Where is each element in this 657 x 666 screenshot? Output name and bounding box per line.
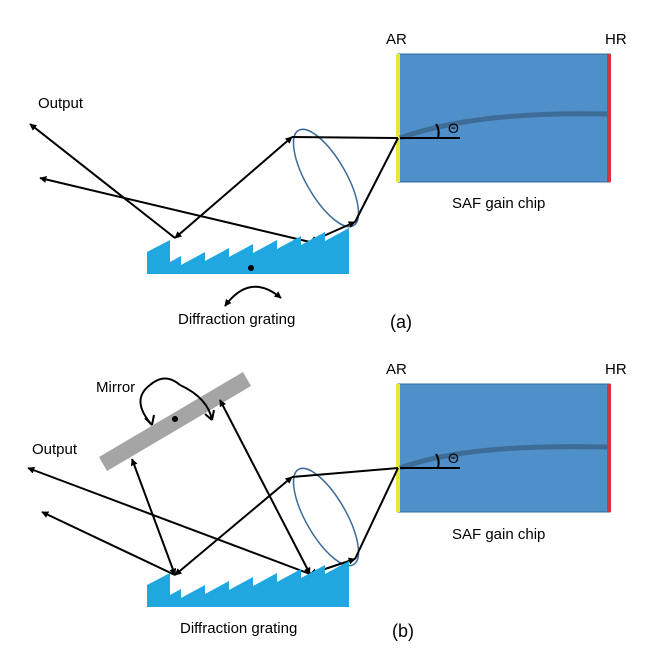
chip-label-a: SAF gain chip xyxy=(452,195,545,212)
ray-chip-to-lens-bottom-a xyxy=(354,137,399,223)
mirror-label: Mirror xyxy=(96,379,135,396)
output-ray-upper-a xyxy=(29,123,176,239)
mirror-rotation-arrowhead-left xyxy=(144,414,155,426)
output-label-b: Output xyxy=(32,441,78,458)
theta-label-a: Θ xyxy=(448,120,459,136)
mirror-pivot xyxy=(172,416,178,422)
ray-lens-grating-top-a xyxy=(174,136,293,239)
hr-label-b: HR xyxy=(605,361,627,378)
panel-label-a: (a) xyxy=(390,312,412,332)
ar-label-b: AR xyxy=(386,361,407,378)
ar-coating-a xyxy=(396,54,400,182)
ray-grating-to-mirror-right xyxy=(219,399,311,575)
output-ray-lower-a xyxy=(39,176,311,243)
mirror-rotation-arrowhead-right xyxy=(204,409,215,421)
output-ray-lower-b xyxy=(41,511,176,576)
ray-grating-to-mirror-left xyxy=(130,458,177,576)
panel-label-b: (b) xyxy=(392,621,414,641)
rotation-arrow-a xyxy=(224,285,282,307)
mirror-rotation-arrow-main xyxy=(149,377,181,386)
grating-label-b: Diffraction grating xyxy=(180,620,297,637)
waveguide-a xyxy=(399,111,609,141)
output-label-a: Output xyxy=(38,95,84,112)
grating-pivot-a xyxy=(248,265,254,271)
hr-label-a: HR xyxy=(605,31,627,48)
hr-coating-b xyxy=(607,384,611,512)
waveguide-b xyxy=(399,444,609,471)
ar-coating-b xyxy=(396,384,400,512)
panel-b: Θ AR HR SAF gain chip Mirror Output Diff… xyxy=(27,361,627,641)
diffraction-grating-b xyxy=(147,561,349,607)
diffraction-grating-a xyxy=(147,228,349,274)
chip-label-b: SAF gain chip xyxy=(452,526,545,543)
grating-label-a: Diffraction grating xyxy=(178,311,295,328)
ar-label-a: AR xyxy=(386,31,407,48)
panel-a: Θ AR HR SAF gain chip Output Diffraction… xyxy=(29,31,627,332)
angle-arc-b xyxy=(435,453,440,469)
theta-label-b: Θ xyxy=(448,450,459,466)
hr-coating-a xyxy=(607,54,611,182)
ray-chip-to-lens-top-a xyxy=(291,136,399,139)
output-ray-upper-b xyxy=(27,466,311,575)
ray-chip-to-lens-bottom-b xyxy=(354,467,399,560)
angle-arc-a xyxy=(435,123,440,139)
